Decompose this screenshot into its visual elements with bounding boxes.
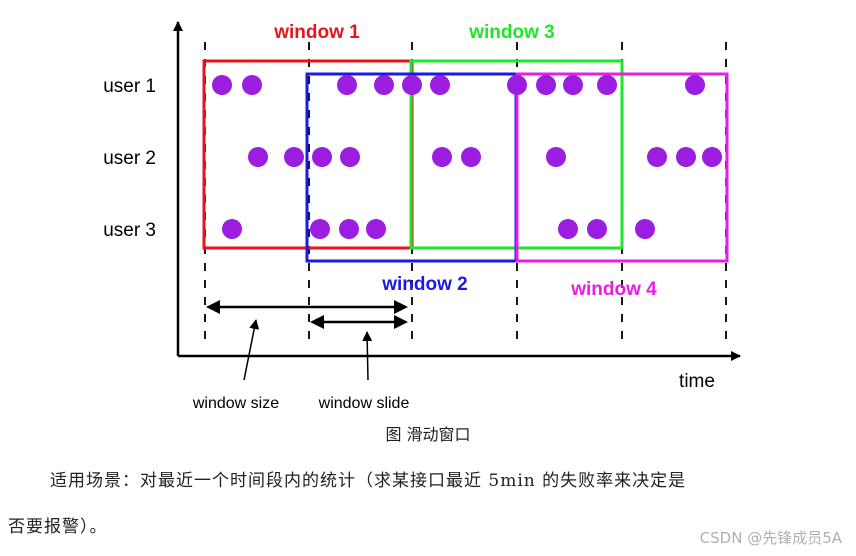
event-dot bbox=[430, 75, 450, 95]
event-dot bbox=[461, 147, 481, 167]
window-4-label: window 4 bbox=[570, 279, 657, 300]
event-dot bbox=[374, 75, 394, 95]
window-3-label: window 3 bbox=[468, 22, 555, 43]
window-size-label: window size bbox=[192, 395, 279, 412]
event-dot bbox=[546, 147, 566, 167]
window-slide-label: window slide bbox=[318, 395, 410, 412]
event-dot bbox=[337, 75, 357, 95]
event-dot bbox=[597, 75, 617, 95]
window-slide-arrow bbox=[310, 315, 408, 329]
event-dot bbox=[366, 219, 386, 239]
event-dot bbox=[587, 219, 607, 239]
window-4-box bbox=[515, 72, 729, 263]
watermark: CSDN @先锋成员5A bbox=[699, 529, 842, 547]
window-2-label: window 2 bbox=[381, 274, 468, 295]
event-dot bbox=[676, 147, 696, 167]
event-dot bbox=[536, 75, 556, 95]
slide-pointer-line bbox=[362, 331, 373, 381]
event-dot bbox=[339, 219, 359, 239]
event-dot bbox=[402, 75, 422, 95]
event-dot bbox=[685, 75, 705, 95]
event-dot bbox=[222, 219, 242, 239]
time-axis-label: time bbox=[679, 371, 715, 392]
paragraph-line-2: 否要报警）。 bbox=[8, 517, 108, 537]
event-dot bbox=[563, 75, 583, 95]
event-dot bbox=[635, 219, 655, 239]
event-dot bbox=[212, 75, 232, 95]
event-dot bbox=[558, 219, 578, 239]
event-dot bbox=[310, 219, 330, 239]
events bbox=[212, 75, 722, 239]
event-dot bbox=[312, 147, 332, 167]
window-size-arrow bbox=[206, 300, 408, 314]
row-label-user-3: user 3 bbox=[103, 220, 156, 241]
event-dot bbox=[284, 147, 304, 167]
event-dot bbox=[647, 147, 667, 167]
event-dot bbox=[340, 147, 360, 167]
row-label-user-1: user 1 bbox=[103, 76, 156, 97]
row-label-user-2: user 2 bbox=[103, 148, 156, 169]
event-dot bbox=[507, 75, 527, 95]
figure-caption: 图 滑动窗口 bbox=[385, 425, 471, 444]
event-dot bbox=[242, 75, 262, 95]
window-1-label: window 1 bbox=[273, 22, 360, 43]
event-dot bbox=[702, 147, 722, 167]
event-dot bbox=[432, 147, 452, 167]
size-pointer-line bbox=[243, 319, 260, 381]
event-dot bbox=[248, 147, 268, 167]
paragraph-line-1: 适用场景：对最近一个时间段内的统计（求某接口最近 5min 的失败率来决定是 bbox=[50, 471, 687, 491]
sliding-window-diagram: user 1 user 2 user 3 window 1 window 3 w… bbox=[103, 21, 741, 412]
